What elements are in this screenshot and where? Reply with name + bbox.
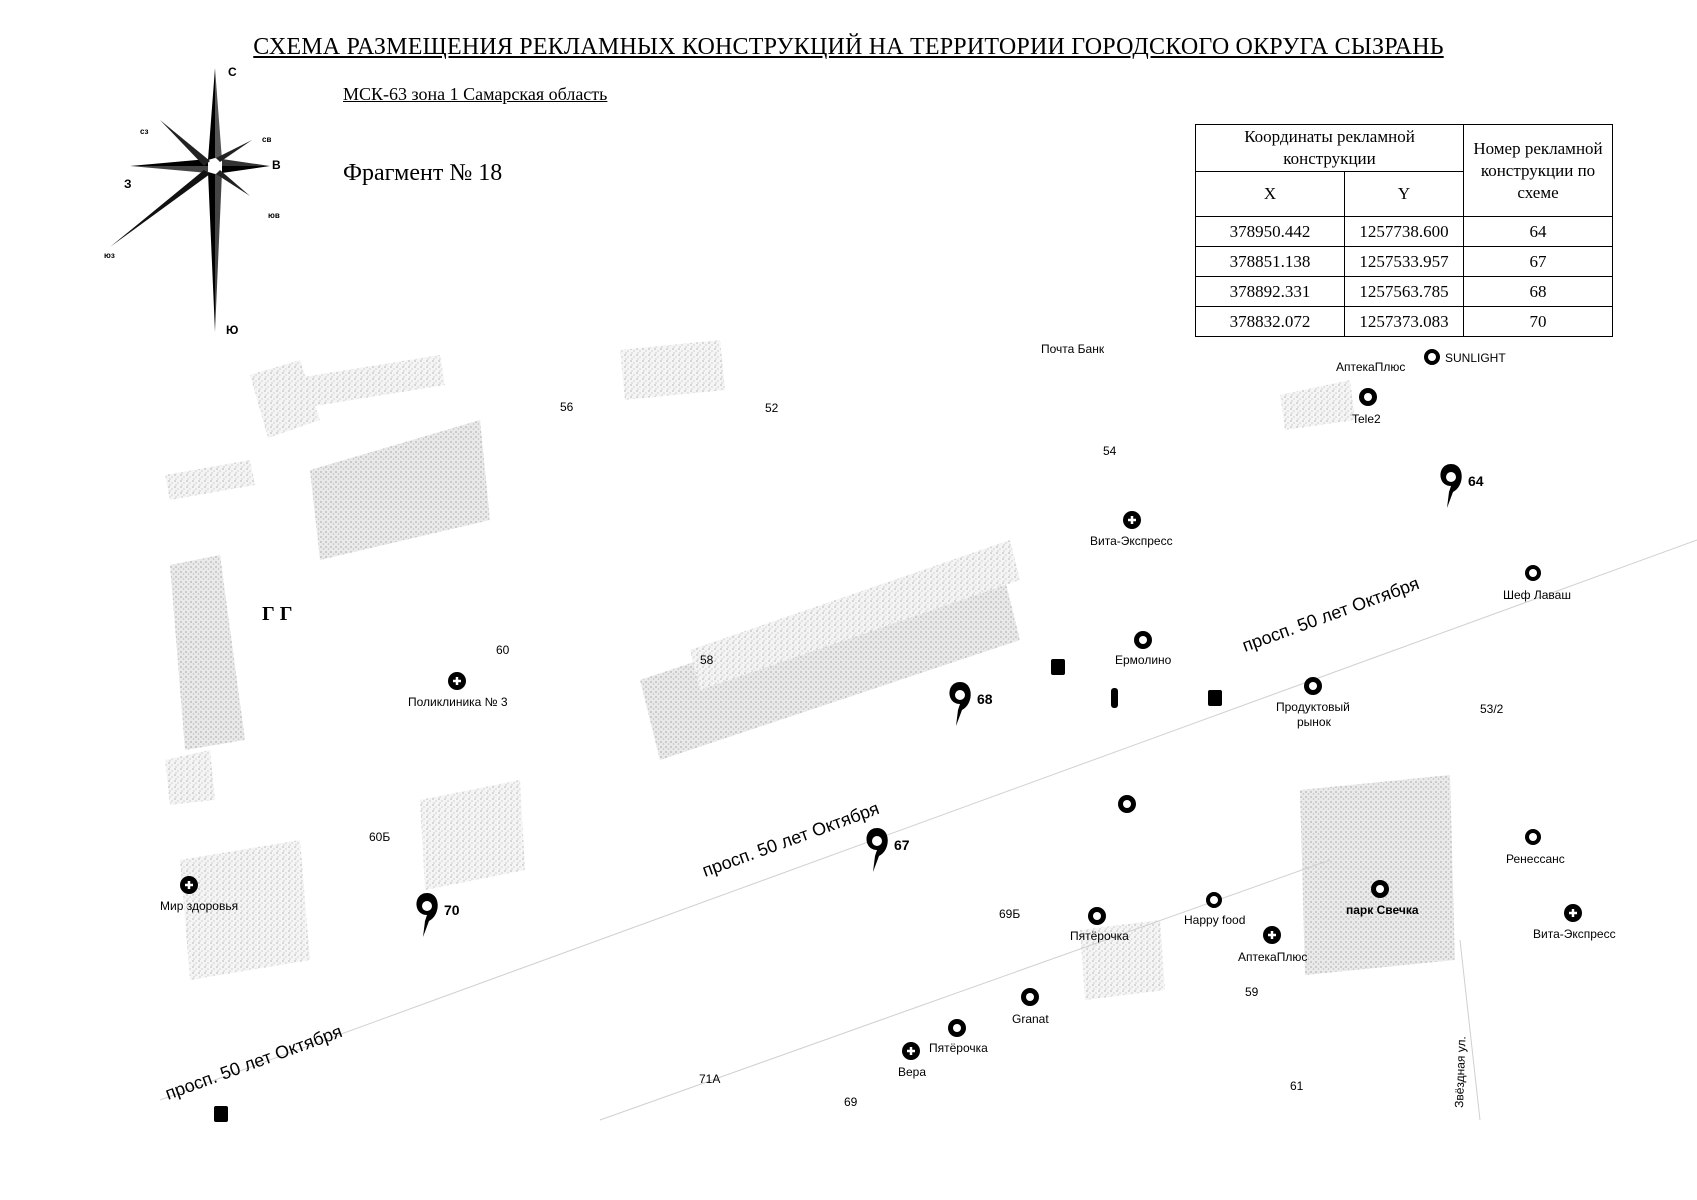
cell-num: 68	[1463, 276, 1613, 307]
bus-stop-icon[interactable]	[1051, 659, 1065, 675]
bus-stop-icon[interactable]	[214, 1106, 228, 1122]
table-header-x: X	[1195, 171, 1345, 217]
pois: Почта Банк АптекаПлюс SUNLIGHT Tele2 Вит…	[160, 342, 1616, 1122]
bus-stop-icon[interactable]	[1208, 690, 1222, 706]
table-header-y: Y	[1344, 171, 1464, 217]
poi-label: Пятёрочка	[929, 1041, 988, 1055]
cell-y: 1257563.785	[1344, 276, 1464, 307]
poi-label: Вита-Экспресс	[1533, 927, 1616, 941]
misc-label: Г Г	[262, 603, 292, 625]
poi-label: рынок	[1297, 715, 1332, 729]
house-number: 60	[496, 643, 510, 657]
coordinate-system-label: МСК-63 зона 1 Самарская область	[343, 84, 608, 104]
fragment-number: Фрагмент № 18	[343, 160, 503, 186]
cell-num: 70	[1463, 306, 1613, 337]
street-label-2: просп. 50 лет Октября	[700, 798, 882, 881]
poi-label: Пятёрочка	[1070, 929, 1129, 943]
cell-x: 378892.331	[1195, 276, 1345, 307]
ad-markers: 64 67 68 70	[416, 464, 1484, 937]
atm-icon[interactable]	[1111, 688, 1118, 708]
compass-south: Ю	[226, 323, 238, 337]
cell-y: 1257533.957	[1344, 246, 1464, 277]
poi-label: Happy food	[1184, 913, 1245, 927]
poi-label: Вера	[898, 1065, 926, 1079]
poi-label: Мир здоровья	[160, 899, 238, 913]
table-row: 378851.138 1257533.957 67	[1195, 246, 1613, 277]
compass-southeast: юв	[268, 211, 280, 220]
cell-x: 378832.072	[1195, 306, 1345, 337]
table-row: 378892.331 1257563.785 68	[1195, 276, 1613, 307]
marker-label: 70	[444, 902, 460, 918]
street-label-4: Звёздная ул.	[1452, 1036, 1468, 1108]
compass-northwest: сз	[140, 127, 148, 136]
compass-southwest: юз	[104, 251, 115, 260]
house-number: 60Б	[369, 830, 390, 844]
cell-y: 1257738.600	[1344, 216, 1464, 247]
house-number: 56	[560, 400, 574, 414]
cell-num: 67	[1463, 246, 1613, 277]
house-number: 71А	[699, 1072, 720, 1086]
table-header-number: Номер рекламной конструкции по схеме	[1463, 124, 1613, 217]
cell-y: 1257373.083	[1344, 306, 1464, 337]
poi-label: парк Свечка	[1346, 903, 1419, 917]
compass-rose-icon: С Ю З В сз св юв юз	[104, 65, 281, 337]
poi-label: Вита-Экспресс	[1090, 534, 1173, 548]
marker-label: 68	[977, 691, 993, 707]
house-number: 52	[765, 401, 779, 415]
compass-east: В	[272, 158, 281, 172]
coordinates-table: Координаты рекламной конструкции Номер р…	[1195, 124, 1613, 337]
house-numbers: 56 52 54 60 58 53/2 60Б 69Б 59 71А 69 61	[369, 400, 1504, 1109]
poi-label: Продуктовый	[1276, 700, 1350, 714]
poi-label: Ренессанс	[1506, 852, 1565, 866]
compass-north: С	[228, 65, 237, 79]
cell-x: 378950.442	[1195, 216, 1345, 247]
compass-northeast: св	[262, 135, 271, 144]
page-title: СХЕМА РАЗМЕЩЕНИЯ РЕКЛАМНЫХ КОНСТРУКЦИЙ Н…	[253, 34, 1444, 60]
ad-marker-70[interactable]: 70	[416, 893, 460, 937]
cell-x: 378851.138	[1195, 246, 1345, 277]
poi-label: Почта Банк	[1041, 342, 1105, 356]
poi-label: Шеф Лаваш	[1503, 588, 1571, 602]
ad-marker-68[interactable]: 68	[949, 682, 993, 726]
table-header-coords: Координаты рекламной конструкции	[1195, 124, 1464, 172]
house-number: 54	[1103, 444, 1117, 458]
marker-label: 64	[1468, 473, 1484, 489]
marker-label: 67	[894, 837, 910, 853]
street-label-1: просп. 50 лет Октября	[1240, 573, 1422, 656]
house-number: 53/2	[1480, 702, 1504, 716]
house-number: 69Б	[999, 907, 1020, 921]
ad-marker-67[interactable]: 67	[866, 828, 910, 872]
compass-west: З	[124, 177, 132, 191]
poi-label: Поликлиника № 3	[408, 695, 508, 709]
poi-label: Tele2	[1352, 412, 1381, 426]
table-row: 378832.072 1257373.083 70	[1195, 306, 1613, 337]
ad-marker-64[interactable]: 64	[1440, 464, 1484, 508]
house-number: 69	[844, 1095, 858, 1109]
street-label-3: просп. 50 лет Октября	[163, 1021, 345, 1104]
table-row: 378950.442 1257738.600 64	[1195, 216, 1613, 247]
cell-num: 64	[1463, 216, 1613, 247]
poi-label: Granat	[1012, 1012, 1049, 1026]
house-number: 61	[1290, 1079, 1304, 1093]
poi-label: SUNLIGHT	[1445, 351, 1506, 365]
house-number: 59	[1245, 985, 1259, 999]
buildings	[165, 340, 1455, 1000]
poi-label: АптекаПлюс	[1238, 950, 1307, 964]
poi-label: АптекаПлюс	[1336, 360, 1405, 374]
house-number: 58	[700, 653, 714, 667]
poi-label: Ермолино	[1115, 653, 1172, 667]
